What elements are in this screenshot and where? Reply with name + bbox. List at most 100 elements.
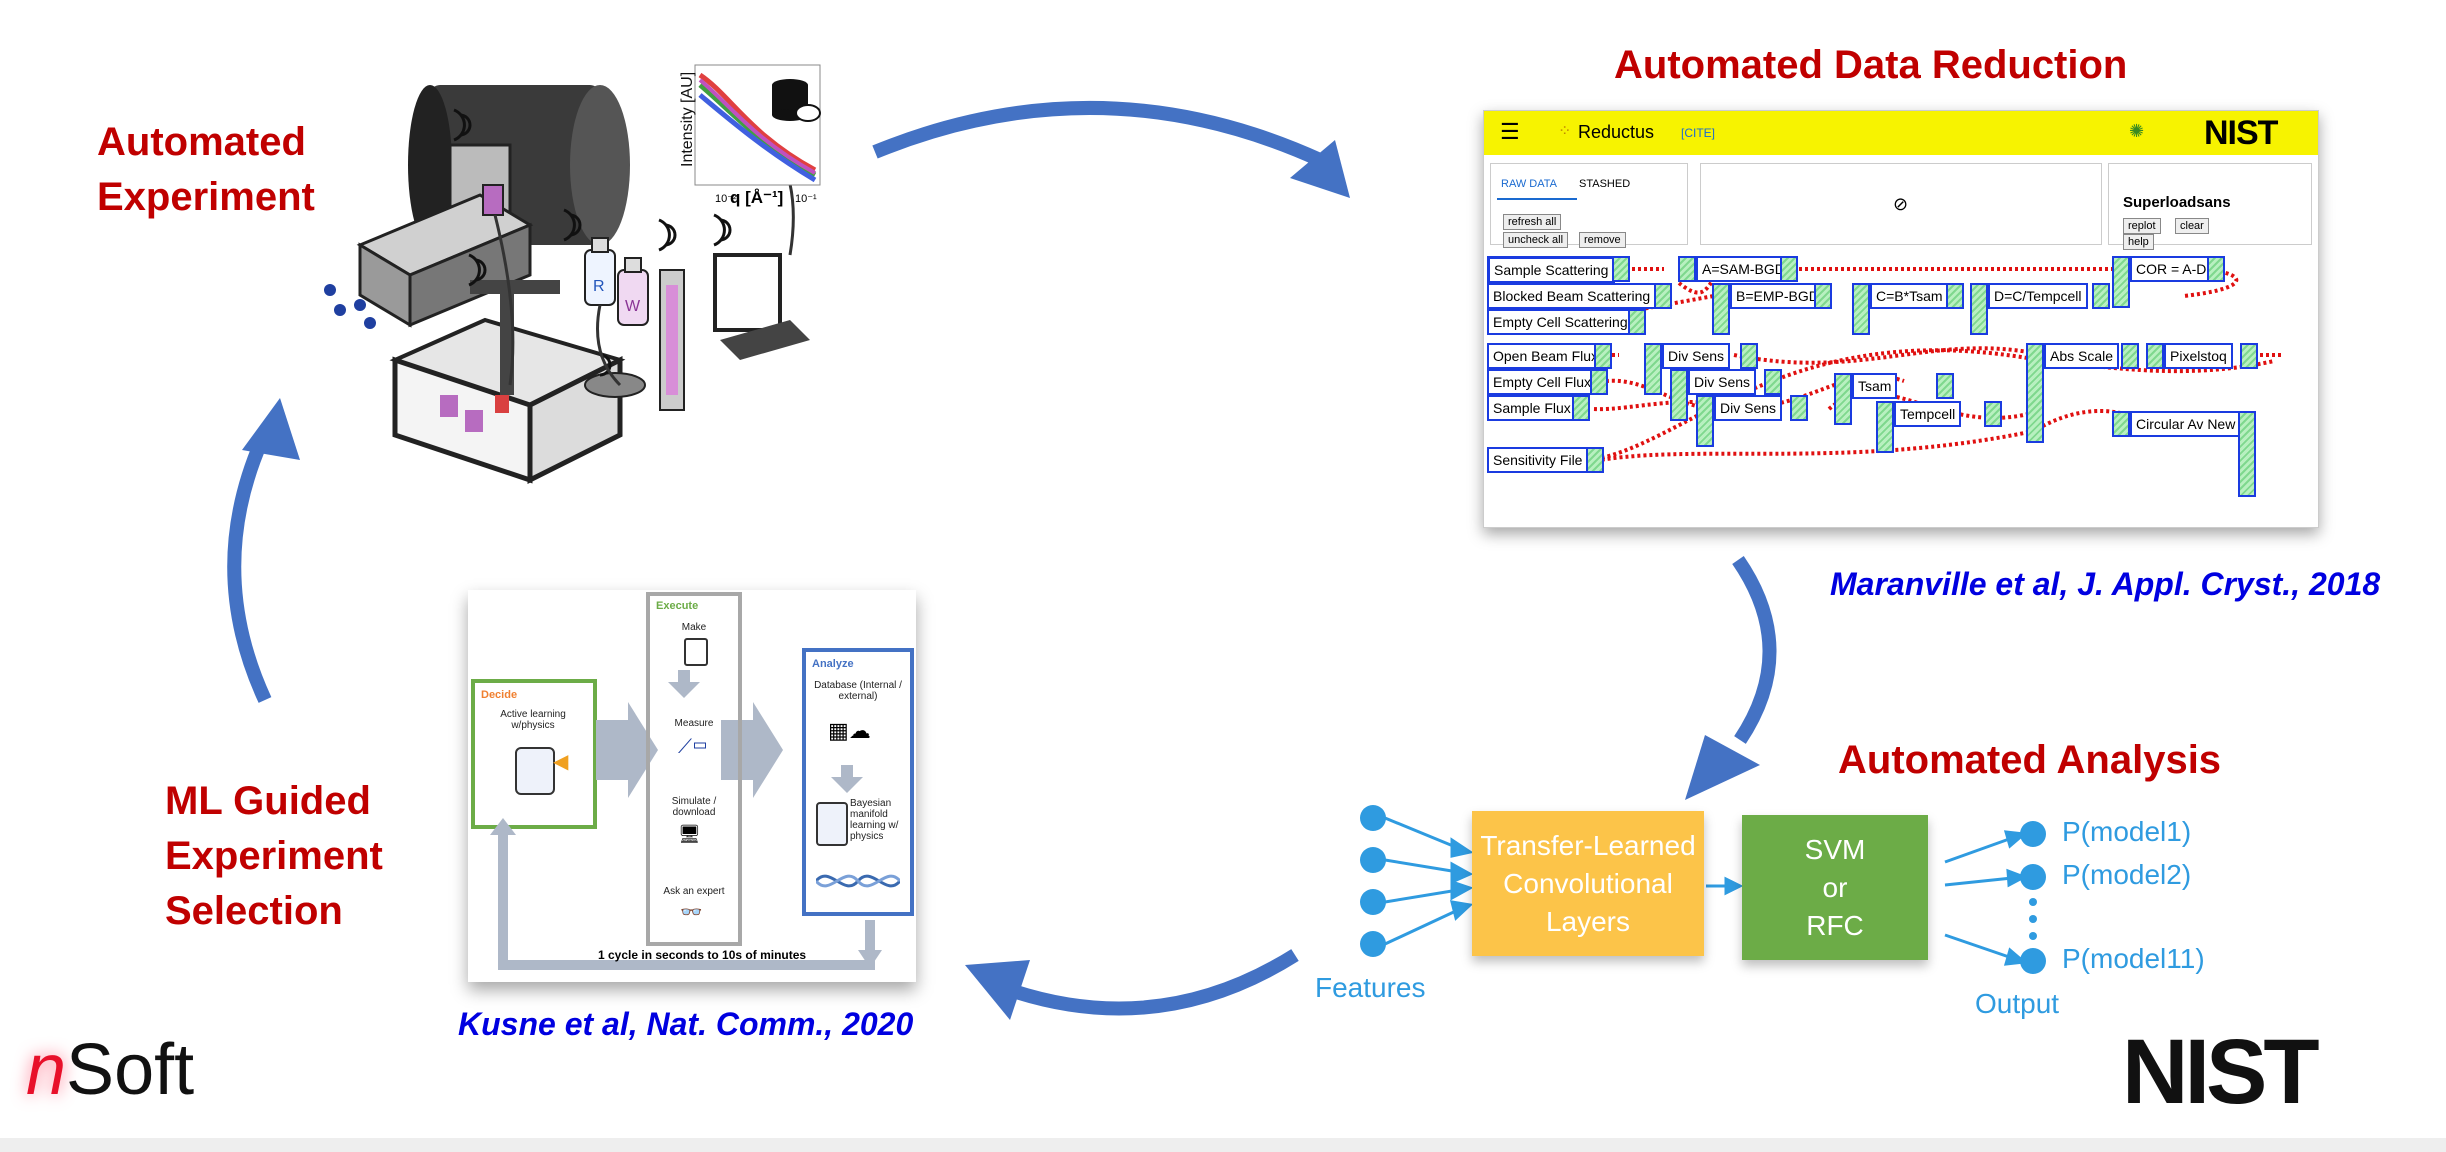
output-label-1: P(model1)	[2062, 816, 2192, 847]
node-div-sens-2[interactable]: Div Sens	[1688, 369, 1757, 395]
node-b-emp-bgd[interactable]: B=EMP-BGD	[1730, 283, 1825, 309]
node-port	[1696, 395, 1714, 447]
node-circular-av-new[interactable]: Circular Av New	[2130, 411, 2242, 437]
node-div-sens-3[interactable]: Div Sens	[1714, 395, 1783, 421]
ask-expert-label: Ask an expert	[663, 886, 725, 897]
simulate-computer-icon: 🖥	[678, 824, 701, 844]
node-port	[1654, 283, 1672, 309]
arrow-experiment-to-reduction	[872, 101, 1323, 167]
tab-stashed[interactable]: STASHED	[1579, 178, 1631, 190]
node-port	[1764, 369, 1782, 395]
node-port	[1970, 283, 1988, 335]
arrow-ml-to-experiment	[227, 437, 272, 703]
decide-label: Decide	[481, 689, 518, 701]
node-port	[1644, 343, 1662, 395]
maranville-citation[interactable]: Maranville et al, J. Appl. Cryst., 2018	[1830, 566, 2381, 602]
node-port	[1586, 447, 1604, 473]
node-port	[2026, 343, 2044, 443]
node-port	[1594, 343, 1612, 369]
nsoft-logo-soft: Soft	[66, 1030, 195, 1110]
reductus-nist-logo: NIST	[2204, 114, 2278, 152]
make-robot-icon	[684, 638, 708, 666]
nsoft-logo: nSoft	[26, 1030, 194, 1110]
kusne-citation[interactable]: Kusne et al, Nat. Comm., 2020	[458, 1006, 914, 1042]
node-port	[1814, 283, 1832, 309]
feature-dot	[1360, 931, 1386, 957]
node-blocked-beam-scattering[interactable]: Blocked Beam Scattering	[1487, 283, 1657, 309]
transfer-learned-box: Transfer-Learned Convolutional Layers	[1472, 811, 1704, 956]
expert-icon: 👓	[680, 902, 703, 922]
menu-icon: ☰	[1500, 119, 1520, 144]
tab-raw-data[interactable]: RAW DATA	[1501, 178, 1558, 190]
nsoft-logo-n: n	[26, 1030, 67, 1110]
rfc-label: RFC	[1806, 909, 1864, 941]
automated-analysis-title: Automated Analysis	[1838, 738, 2222, 782]
node-abs-scale[interactable]: Abs Scale	[2044, 343, 2120, 369]
node-port	[2146, 343, 2164, 369]
kusne-arrows	[490, 670, 882, 970]
feature-dot	[1360, 889, 1386, 915]
node-tsam[interactable]: Tsam	[1852, 373, 1898, 399]
node-port	[1984, 401, 2002, 427]
refresh-all-button[interactable]: refresh all	[1503, 214, 1562, 230]
node-port	[1834, 373, 1852, 425]
plot-tick-right: 10⁻¹	[795, 193, 817, 205]
make-label: Make	[681, 622, 707, 633]
plot-panel: ⊘	[1700, 163, 2102, 245]
node-sample-scattering[interactable]: Sample Scattering	[1487, 256, 1616, 284]
sample-cell-icon	[482, 184, 504, 216]
node-port	[2121, 343, 2139, 369]
node-d-c-tempcell[interactable]: D=C/Tempcell	[1988, 283, 2088, 309]
node-open-beam-flux[interactable]: Open Beam Flux	[1487, 343, 1605, 369]
title-line: Experiment	[97, 175, 315, 219]
node-sensitivity-file[interactable]: Sensitivity File	[1487, 447, 1589, 473]
plot-xlabel: q [Å⁻¹]	[730, 188, 783, 207]
robot-icon	[515, 747, 555, 795]
node-tempcell[interactable]: Tempcell	[1894, 401, 1962, 427]
node-sample-flux[interactable]: Sample Flux	[1487, 395, 1577, 421]
node-port	[1852, 283, 1870, 335]
help-button[interactable]: help	[2123, 234, 2154, 250]
output-dot	[2020, 948, 2046, 974]
node-port	[1790, 395, 1808, 421]
arrow-reduction-to-analysis	[1732, 556, 1777, 744]
node-port	[1612, 256, 1630, 282]
title-line: Experiment	[165, 834, 383, 878]
analyze-label: Analyze	[812, 658, 854, 670]
uncheck-all-button[interactable]: uncheck all	[1503, 232, 1569, 248]
node-port	[1780, 256, 1798, 282]
node-port	[1678, 256, 1696, 282]
title-line: Selection	[165, 889, 343, 933]
node-port	[2238, 411, 2256, 497]
or-label: or	[1822, 871, 1848, 903]
node-empty-cell-flux[interactable]: Empty Cell Flux	[1487, 369, 1598, 395]
title-line: Automated	[97, 120, 306, 164]
node-cor[interactable]: COR = A-D	[2130, 256, 2213, 282]
decide-text: Active learning w/physics	[500, 709, 566, 731]
node-div-sens-1[interactable]: Div Sens	[1662, 343, 1731, 369]
node-pixelstoq[interactable]: Pixelstoq	[2164, 343, 2233, 369]
node-a-sam-bgd[interactable]: A=SAM-BGD	[1696, 256, 1791, 282]
output-label-2: P(model2)	[2062, 859, 2192, 890]
clear-button[interactable]: clear	[2175, 218, 2209, 234]
node-port	[2207, 256, 2225, 282]
node-c-b-tsam[interactable]: C=B*Tsam	[1870, 283, 1949, 309]
reductus-cite-link[interactable]: [CITE]	[1681, 126, 1716, 140]
remove-button[interactable]: remove	[1579, 232, 1626, 248]
execute-box: Execute Make Measure ⟋▭ Simulate / downl…	[646, 592, 742, 946]
node-port	[2092, 283, 2110, 309]
superloadsans-title: Superloadsans	[2123, 194, 2231, 211]
bayesian-robot-icon	[816, 802, 848, 846]
loading-icon: ⊘	[1893, 194, 1909, 214]
database-label: Database (Internal / external)	[814, 680, 902, 702]
replot-button[interactable]: replot	[2123, 218, 2161, 234]
node-port	[1590, 369, 1608, 395]
output-dot	[2020, 821, 2046, 847]
measure-icon: ⟋▭	[678, 736, 708, 758]
node-empty-cell-scattering[interactable]: Empty Cell Scattering	[1487, 309, 1634, 335]
ncnr-logo-icon: ✺	[2129, 121, 2145, 141]
megaphone-icon: ◀	[553, 751, 569, 773]
node-port	[1670, 369, 1688, 421]
transfer-learned-label: Transfer-Learned Convolutional Layers	[1480, 829, 1696, 937]
